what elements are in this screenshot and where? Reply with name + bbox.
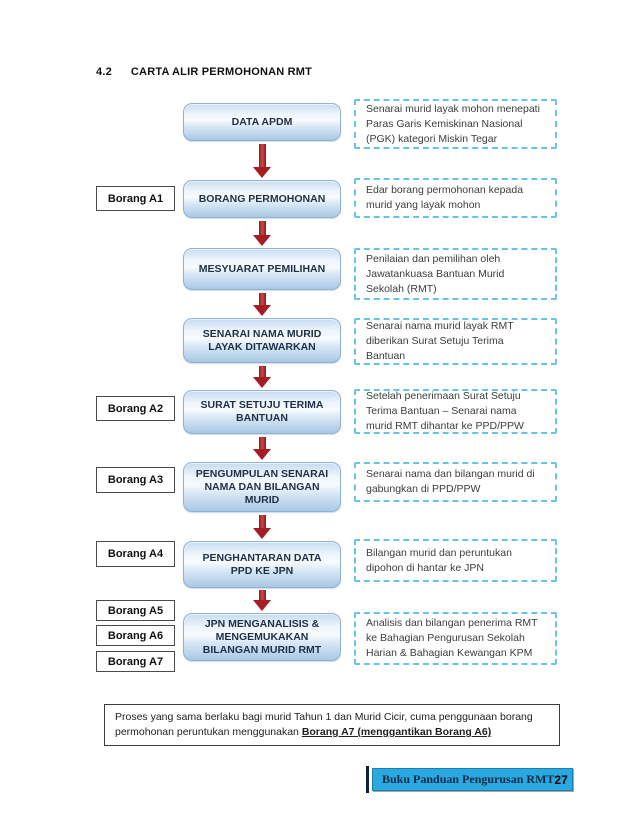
form-label-borang-a6: Borang A6 <box>96 625 175 646</box>
flow-step-note: Edar borang permohonan kepada murid yang… <box>354 178 557 218</box>
form-label-borang-a2: Borang A2 <box>96 396 175 421</box>
form-label-borang-a1: Borang A1 <box>96 186 175 211</box>
flow-step-note: Senarai nama murid layak RMT diberikan S… <box>354 318 557 365</box>
flow-step-note: Senarai nama dan bilangan murid di gabun… <box>354 462 557 502</box>
form-label-borang-a4: Borang A4 <box>96 541 175 567</box>
down-arrow-icon <box>253 515 271 539</box>
section-number: 4.2 <box>96 66 112 78</box>
note-text: Proses yang sama berlaku bagi murid Tahu… <box>115 711 533 738</box>
arrow-head <box>253 377 271 388</box>
arrow-head <box>253 167 271 178</box>
flow-step-box: SURAT SETUJU TERIMA BANTUAN <box>183 390 341 434</box>
note-emphasis: Borang A7 (menggantikan Borang A6) <box>301 726 492 738</box>
footer-book-title: Buku Panduan Pengurusan RMT <box>382 772 555 786</box>
arrow-shaft <box>258 515 266 528</box>
page-title: 4.2 CARTA ALIR PERMOHONAN RMT <box>96 66 312 78</box>
arrow-shaft <box>258 366 266 377</box>
arrow-shaft <box>258 221 266 235</box>
down-arrow-icon <box>253 590 271 611</box>
footer-bar: Buku Panduan Pengurusan RMT 27 <box>372 768 573 791</box>
page-number: 27 <box>554 772 568 787</box>
arrow-head <box>253 449 271 460</box>
down-arrow-icon <box>253 221 271 246</box>
flow-step-box: SENARAI NAMA MURID LAYAK DITAWARKAN <box>183 318 341 363</box>
down-arrow-icon <box>253 437 271 460</box>
down-arrow-icon <box>253 144 271 178</box>
down-arrow-icon <box>253 293 271 316</box>
arrow-head <box>253 528 271 539</box>
arrow-shaft <box>258 437 266 449</box>
arrow-head <box>253 305 271 316</box>
flow-step-box: MESYUARAT PEMILIHAN <box>183 248 341 290</box>
arrow-head <box>253 600 271 611</box>
flow-step-box: DATA APDM <box>183 103 341 141</box>
flow-step-note: Bilangan murid dan peruntukan dipohon di… <box>354 539 557 582</box>
arrow-shaft <box>258 293 266 305</box>
arrow-shaft <box>258 590 266 600</box>
footer-left-rule <box>366 766 369 793</box>
form-label-borang-a5: Borang A5 <box>96 600 175 621</box>
flow-step-box: BORANG PERMOHONAN <box>183 180 341 218</box>
down-arrow-icon <box>253 366 271 388</box>
flow-step-box: PENGUMPULAN SENARAI NAMA DAN BILANGAN MU… <box>183 462 341 512</box>
arrow-shaft <box>258 144 266 167</box>
flow-step-note: Penilaian dan pemilihan oleh Jawatankuas… <box>354 248 557 300</box>
note-box: Proses yang sama berlaku bagi murid Tahu… <box>104 704 560 746</box>
flow-step-note: Senarai murid layak mohon menepati Paras… <box>354 99 557 149</box>
flow-step-box: PENGHANTARAN DATA PPD KE JPN <box>183 541 341 588</box>
flow-step-note: Analisis dan bilangan penerima RMT ke Ba… <box>354 612 557 665</box>
flow-step-note: Setelah penerimaan Surat Setuju Terima B… <box>354 389 557 434</box>
arrow-head <box>253 235 271 246</box>
form-label-borang-a7: Borang A7 <box>96 651 175 672</box>
section-title: CARTA ALIR PERMOHONAN RMT <box>130 66 313 78</box>
form-label-borang-a3: Borang A3 <box>96 467 175 493</box>
flow-step-box: JPN MENGANALISIS & MENGEMUKAKAN BILANGAN… <box>183 613 341 661</box>
